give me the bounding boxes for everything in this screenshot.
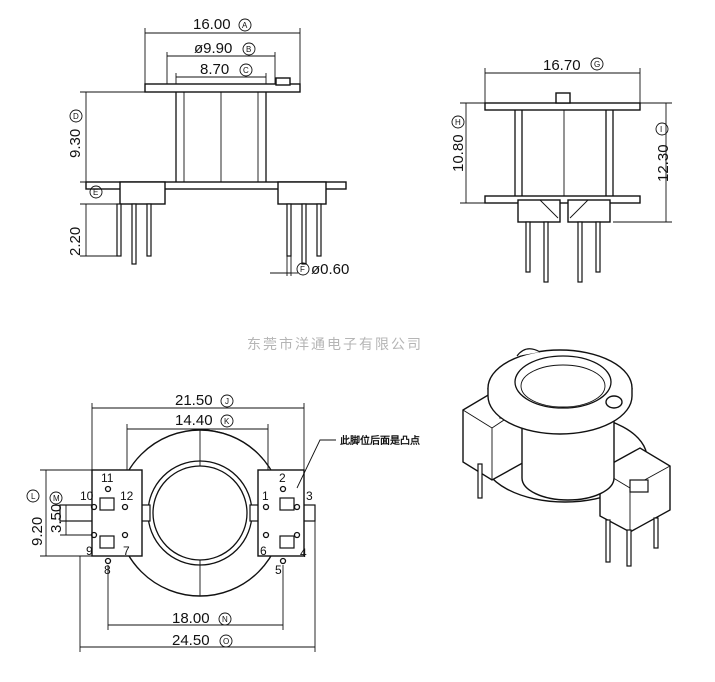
dim-14-40: 14.40 xyxy=(175,412,213,429)
pin-note: 此脚位后面是凸点 xyxy=(340,434,420,447)
front-pins xyxy=(116,203,322,265)
svg-text:G: G xyxy=(594,60,600,69)
pin-label-8: 8 xyxy=(104,563,111,577)
iso-core-hole xyxy=(514,355,612,409)
pin-label-5: 5 xyxy=(275,563,282,577)
dim-16-70: 16.70 xyxy=(543,57,581,74)
svg-text:M: M xyxy=(53,494,60,503)
pin-block-right xyxy=(277,181,327,205)
svg-text:O: O xyxy=(223,637,229,646)
svg-text:C: C xyxy=(243,66,249,75)
dim-21-50: 21.50 xyxy=(175,392,213,409)
pin-block-left xyxy=(119,181,166,205)
top-flange xyxy=(144,83,301,93)
svg-text:L: L xyxy=(31,492,36,501)
svg-text:A: A xyxy=(242,21,248,30)
top-bump xyxy=(275,77,291,86)
dim-10-80: 10.80 xyxy=(450,134,467,172)
dim-9-30: 9.30 xyxy=(67,129,84,158)
pin-label-12: 12 xyxy=(120,489,134,503)
side-top-bump xyxy=(555,92,571,104)
pin-label-10: 10 xyxy=(80,489,94,503)
pin-label-6: 6 xyxy=(260,544,267,558)
company-name: 东莞市洋通电子有限公司 xyxy=(247,336,423,353)
side-block-left xyxy=(517,199,561,223)
bottom-view: 1 2 3 4 5 6 7 8 9 10 11 12 21.50 J 14.40… xyxy=(26,392,420,652)
pin-holes xyxy=(90,485,301,565)
dim-12-30: 12.30 xyxy=(655,144,672,182)
bottom-flange xyxy=(85,181,347,190)
note-leader xyxy=(296,439,336,489)
dim-24-50: 24.50 xyxy=(172,632,210,649)
svg-text:N: N xyxy=(222,615,228,624)
iso-pins xyxy=(477,463,659,567)
svg-text:B: B xyxy=(246,45,251,54)
dim-16-00: 16.00 xyxy=(193,16,231,33)
iso-bump xyxy=(605,395,623,409)
pin-label-7: 7 xyxy=(123,544,130,558)
side-pins xyxy=(525,221,601,283)
pin-label-11: 11 xyxy=(101,471,114,485)
svg-text:H: H xyxy=(455,118,461,127)
dim-9-90: ø9.90 xyxy=(194,40,232,57)
dim-0-60: ø0.60 xyxy=(311,261,349,278)
pin-label-4: 4 xyxy=(300,546,307,560)
dim-8-70: 8.70 xyxy=(200,61,229,78)
svg-text:K: K xyxy=(224,417,230,426)
dim-9-20: 9.20 xyxy=(29,517,46,546)
svg-text:D: D xyxy=(73,112,79,121)
side-top-flange xyxy=(484,102,641,111)
dim-2-20: 2.20 xyxy=(67,227,84,256)
dim-3-50: 3.50 xyxy=(48,504,65,533)
side-bottom-flange xyxy=(484,195,641,204)
side-view: 16.70 G 10.80 H 12.30 I xyxy=(450,57,672,283)
pin-label-1: 1 xyxy=(262,489,269,503)
svg-text:I: I xyxy=(660,125,662,134)
dim-18-00: 18.00 xyxy=(172,610,210,627)
front-view: 16.00 A ø9.90 B 8.70 C 9.30 D E 2.20 xyxy=(67,16,349,278)
iso-notch xyxy=(516,348,541,357)
pin-label-3: 3 xyxy=(306,489,313,503)
pin-label-9: 9 xyxy=(86,544,93,558)
svg-text:E: E xyxy=(93,188,98,197)
side-block-right xyxy=(567,199,611,223)
isometric-view xyxy=(462,348,671,567)
pin-label-2: 2 xyxy=(279,471,286,485)
svg-text:J: J xyxy=(225,397,229,406)
svg-text:F: F xyxy=(300,265,305,274)
